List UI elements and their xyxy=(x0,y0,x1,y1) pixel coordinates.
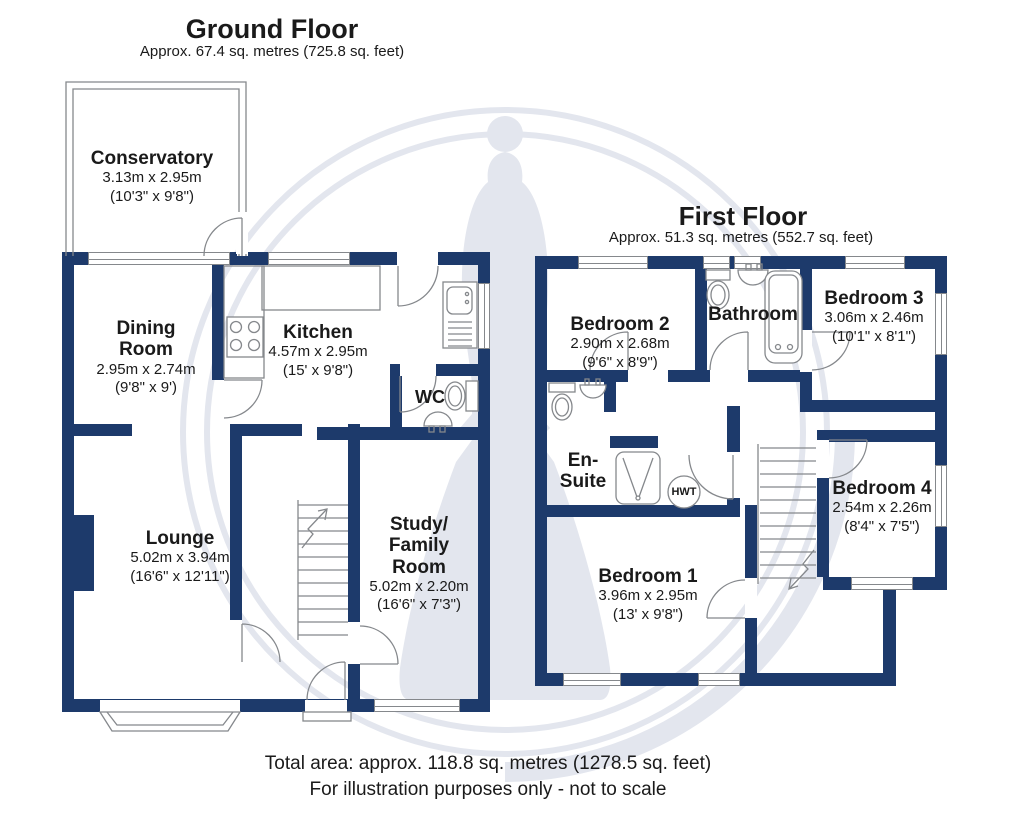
hob-icon xyxy=(226,316,264,358)
bedroom3-side-window xyxy=(935,293,947,355)
kitchen-sink-icon xyxy=(442,281,478,349)
wall xyxy=(817,430,947,442)
bedroom3-window xyxy=(845,256,905,269)
bathtub-icon xyxy=(764,270,803,364)
room-label-kitchen: Kitchen 4.57m x 2.95m (15' x 9'8") xyxy=(268,322,368,379)
first-floor-title: First Floor xyxy=(678,201,808,231)
ensuite-basin-icon xyxy=(579,378,607,399)
disclaimer-text: For illustration purposes only - not to … xyxy=(309,779,667,800)
wall xyxy=(62,424,132,436)
room-label-conservatory: Conservatory 3.13m x 2.95m (10'3" x 9'8"… xyxy=(90,148,214,205)
first-floor-subtitle: Approx. 51.3 sq. metres (552.7 sq. feet) xyxy=(608,229,874,246)
bathroom-window-2 xyxy=(734,256,761,269)
ground-floor-title: Ground Floor xyxy=(185,14,359,44)
wall xyxy=(812,400,947,412)
wall xyxy=(390,364,402,440)
ground-floor-subtitle: Approx. 67.4 sq. metres (725.8 sq. feet) xyxy=(139,43,405,60)
wall xyxy=(535,505,740,517)
bathroom-basin-icon xyxy=(737,263,769,286)
room-label-en-suite: En- Suite xyxy=(559,450,607,493)
hwt-label: HWT xyxy=(671,486,697,498)
bedroom4-window xyxy=(851,577,913,590)
watermark-figure-head xyxy=(487,116,523,152)
hot-water-tank-icon xyxy=(667,475,701,509)
wall xyxy=(883,577,896,686)
kitchen-side-window xyxy=(478,283,490,349)
wall xyxy=(317,427,490,440)
wc-toilet-icon xyxy=(444,380,479,412)
room-label-wc: WC xyxy=(415,387,445,407)
wall xyxy=(535,256,547,686)
ensuite-toilet-icon xyxy=(548,382,576,421)
porch-step xyxy=(302,711,352,722)
wall xyxy=(230,424,302,436)
watermark-figure-body xyxy=(399,152,611,700)
bedroom1-window-1 xyxy=(563,673,621,686)
room-label-bedroom-2: Bedroom 2 2.90m x 2.68m (9'6" x 8'9") xyxy=(570,314,670,371)
door-openings xyxy=(100,212,829,712)
room-label-dining-room: Dining Room 2.95m x 2.74m (9'8" x 9') xyxy=(96,318,196,396)
room-label-bedroom-3: Bedroom 3 3.06m x 2.46m (10'1" x 8'1") xyxy=(824,288,924,345)
bedroom1-window-2 xyxy=(698,673,740,686)
wc-basin-icon xyxy=(423,411,453,433)
room-label-lounge: Lounge 5.02m x 3.94m (16'6" x 12'11") xyxy=(130,528,230,585)
room-label-study-family-room: Study/ Family Room 5.02m x 2.20m (16'6" … xyxy=(369,514,469,614)
bathroom-toilet-icon xyxy=(705,269,731,310)
wall xyxy=(230,424,242,622)
shower-icon xyxy=(615,451,661,505)
bedroom4-side-window xyxy=(935,465,947,527)
study-window xyxy=(374,699,460,712)
wall xyxy=(695,266,707,382)
room-label-bathroom: Bathroom xyxy=(708,304,798,325)
staircase-ground xyxy=(297,500,348,640)
bay-window xyxy=(98,711,242,732)
wall xyxy=(604,382,616,412)
room-label-bedroom-4: Bedroom 4 2.54m x 2.26m (8'4" x 7'5") xyxy=(832,478,932,535)
bathroom-window-1 xyxy=(703,256,730,269)
chimney-breast xyxy=(74,515,94,591)
room-label-bedroom-1: Bedroom 1 3.96m x 2.95m (13' x 9'8") xyxy=(598,566,698,623)
wall xyxy=(212,265,224,380)
total-area-text: Total area: approx. 118.8 sq. metres (12… xyxy=(264,753,712,774)
wall xyxy=(610,436,658,448)
staircase-first xyxy=(757,444,816,590)
wall xyxy=(62,252,74,712)
bedroom2-window xyxy=(578,256,648,269)
kitchen-window xyxy=(268,252,350,265)
patio-door-window xyxy=(88,252,230,265)
door-arcs xyxy=(203,217,868,701)
kitchen-counter xyxy=(223,265,381,379)
